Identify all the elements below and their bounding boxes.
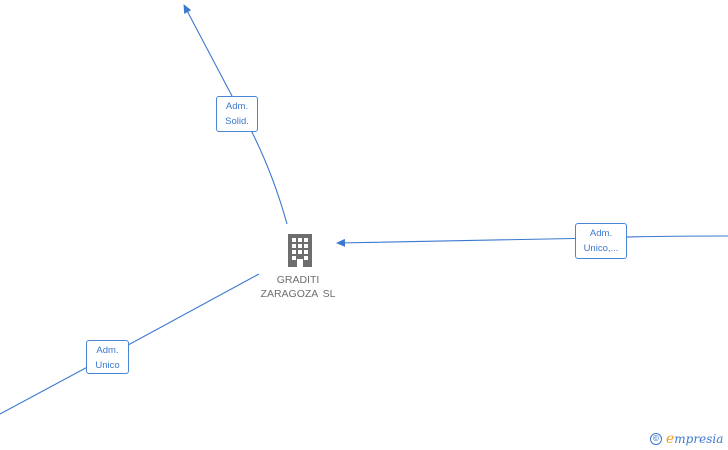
edge-label-adm-unico-left[interactable]: Adm. Unico [86,340,129,374]
edge-label-line1: Adm. [225,101,249,112]
edge-label-line2: Unico,... [583,243,619,254]
edge-line-unico-left [0,273,260,415]
company-name-line2: ZARAGOZA SL [260,288,336,300]
edge-label-line2: Solid. [225,116,249,127]
edge-line-unico-right [336,235,728,247]
company-node-label[interactable]: GRADITI ZARAGOZA SL [236,273,360,301]
brand-initial: e [666,431,675,447]
brand-rest: mpresia [674,432,724,446]
building-icon[interactable] [284,232,316,268]
brand-footer: © empresia [650,430,723,448]
edge-label-line2: Unico [95,360,120,371]
edge-label-adm-solid[interactable]: Adm. Solid. [216,96,258,132]
edge-label-line1: Adm. [96,345,119,356]
company-name-line1: GRADITI [276,274,320,286]
edge-label-line1: Adm. [589,228,613,239]
edge-label-adm-unico-right[interactable]: Adm. Unico,... [575,223,627,259]
brand-logo: empresia [666,431,723,447]
copyright-icon: © [650,433,662,445]
